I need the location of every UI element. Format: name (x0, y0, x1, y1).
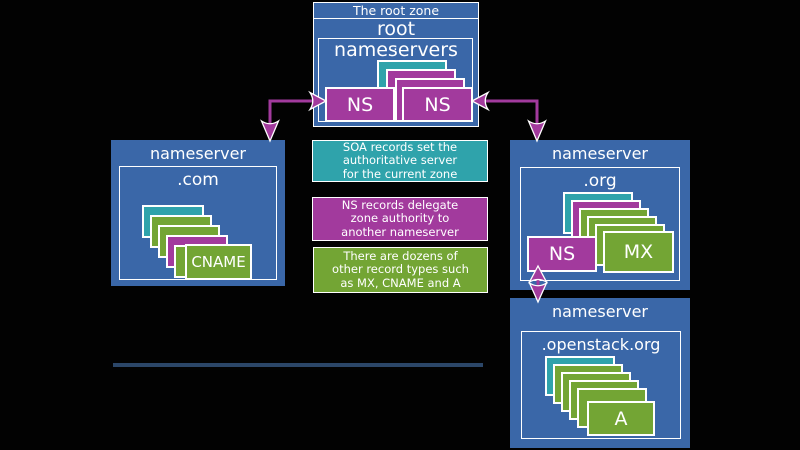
root-nameservers-title: root nameservers (334, 18, 458, 61)
legend-soa-line-3: for the current zone (342, 166, 458, 181)
legend-ns-line-1: NS records delegate (341, 197, 459, 212)
arrow-root-to-org (470, 90, 547, 143)
openstack-nameserver-title: nameserver (551, 302, 649, 321)
org-zone-inner-box: .org (520, 167, 680, 281)
arrow-org-to-openstack (527, 264, 549, 304)
legend-other-records-box: There are dozens of other record types s… (313, 247, 488, 293)
legend-soa-line-1: SOA records set the (342, 139, 458, 154)
openstack-zone-label: .openstack.org (541, 335, 661, 354)
org-nameserver-title: nameserver (551, 144, 649, 163)
root-ns-record-2: NS (402, 87, 473, 122)
legend-other-line-3: as MX, CNAME and A (340, 275, 461, 290)
legend-other-line-2: other record types such (332, 262, 469, 277)
org-zone-label: .org (583, 171, 617, 191)
com-nameserver-title: nameserver (149, 144, 247, 163)
com-cname-record: CNAME (185, 244, 252, 280)
legend-ns-line-2: zone authority to (350, 211, 450, 226)
org-mx-record: MX (603, 231, 674, 273)
legend-ns-box: NS records delegate zone authority to an… (312, 197, 488, 241)
openstack-zone-inner-box: .openstack.org (521, 331, 681, 439)
divider-line (113, 363, 483, 367)
root-zone-label: The root zone (314, 3, 478, 19)
legend-other-line-1: There are dozens of (343, 248, 458, 263)
com-zone-label: .com (177, 170, 219, 190)
arrow-root-to-com (260, 90, 328, 143)
legend-soa-box: SOA records set the authoritative server… (312, 140, 488, 182)
root-ns-record-1: NS (325, 87, 395, 122)
legend-soa-line-2: authoritative server (342, 153, 458, 168)
root-dot-label: . (393, 39, 398, 54)
openstack-a-record: A (587, 401, 655, 436)
legend-ns-line-3: another nameserver (341, 224, 459, 239)
